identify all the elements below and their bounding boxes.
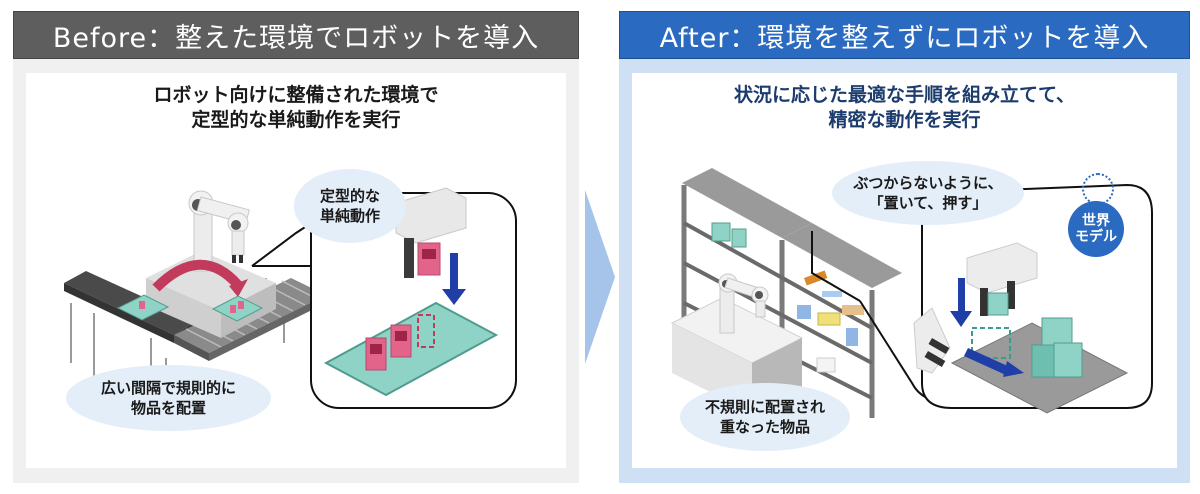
before-to-after-arrow-icon [585, 190, 615, 364]
before-items-line2: 物品を配置 [130, 399, 206, 417]
before-action-line2: 単純動作 [319, 207, 380, 225]
world-model-line2: モデル [1075, 229, 1117, 245]
transfer-arrow [152, 259, 242, 292]
before-action-bubble: 定型的な 単純動作 [294, 169, 406, 243]
after-items-line2: 重なった物品 [719, 418, 810, 436]
before-panel: Before：整えた環境でロボットを導入 ロボット向けに整備された環境で 定型的… [13, 11, 579, 483]
before-items-line1: 広い間隔で規則的に [100, 379, 236, 397]
after-action-line1: ぶつからないように、 [853, 174, 1003, 192]
gripper [395, 187, 467, 244]
before-content: ロボット向けに整備された環境で 定型的な単純動作を実行 [26, 73, 566, 468]
before-subtitle: ロボット向けに整備された環境で 定型的な単純動作を実行 [26, 83, 566, 133]
after-action-bubble: ぶつからないように、 「置いて、押す」 [832, 161, 1024, 225]
before-subtitle-line2: 定型的な単純動作を実行 [191, 109, 401, 131]
after-items-bubble: 不規則に配置され 重なった物品 [680, 383, 850, 451]
after-subtitle-line2: 精密な動作を実行 [828, 109, 981, 131]
before-action-line1: 定型的な [319, 187, 380, 205]
world-model-badge: 世界 モデル [1068, 201, 1124, 257]
robot-arm [188, 190, 250, 272]
after-illustration [670, 168, 1153, 418]
after-subtitle: 状況に応じた最適な手順を組み立てて、 精密な動作を実行 [632, 83, 1177, 133]
after-action-line2: 「置いて、押す」 [868, 194, 988, 212]
after-robot-arm [718, 273, 769, 334]
before-illustration [64, 187, 517, 409]
after-header: After：環境を整えずにロボットを導入 [619, 11, 1190, 59]
after-items-line1: 不規則に配置され [704, 398, 825, 416]
after-subtitle-line1: 状況に応じた最適な手順を組み立てて、 [733, 84, 1076, 106]
before-subtitle-line1: ロボット向けに整備された環境で [153, 84, 439, 106]
after-content: 状況に応じた最適な手順を組み立てて、 精密な動作を実行 [632, 73, 1177, 468]
after-panel: After：環境を整えずにロボットを導入 状況に応じた最適な手順を組み立てて、 … [619, 11, 1190, 483]
down-arrow [450, 253, 458, 291]
after-down-arrow [958, 278, 965, 313]
tray-right [211, 295, 264, 322]
brain-gear-icon [1082, 173, 1114, 205]
before-items-bubble: 広い間隔で規則的に 物品を配置 [66, 365, 271, 431]
world-model-line1: 世界 [1082, 213, 1110, 229]
before-header: Before：整えた環境でロボットを導入 [13, 11, 579, 59]
